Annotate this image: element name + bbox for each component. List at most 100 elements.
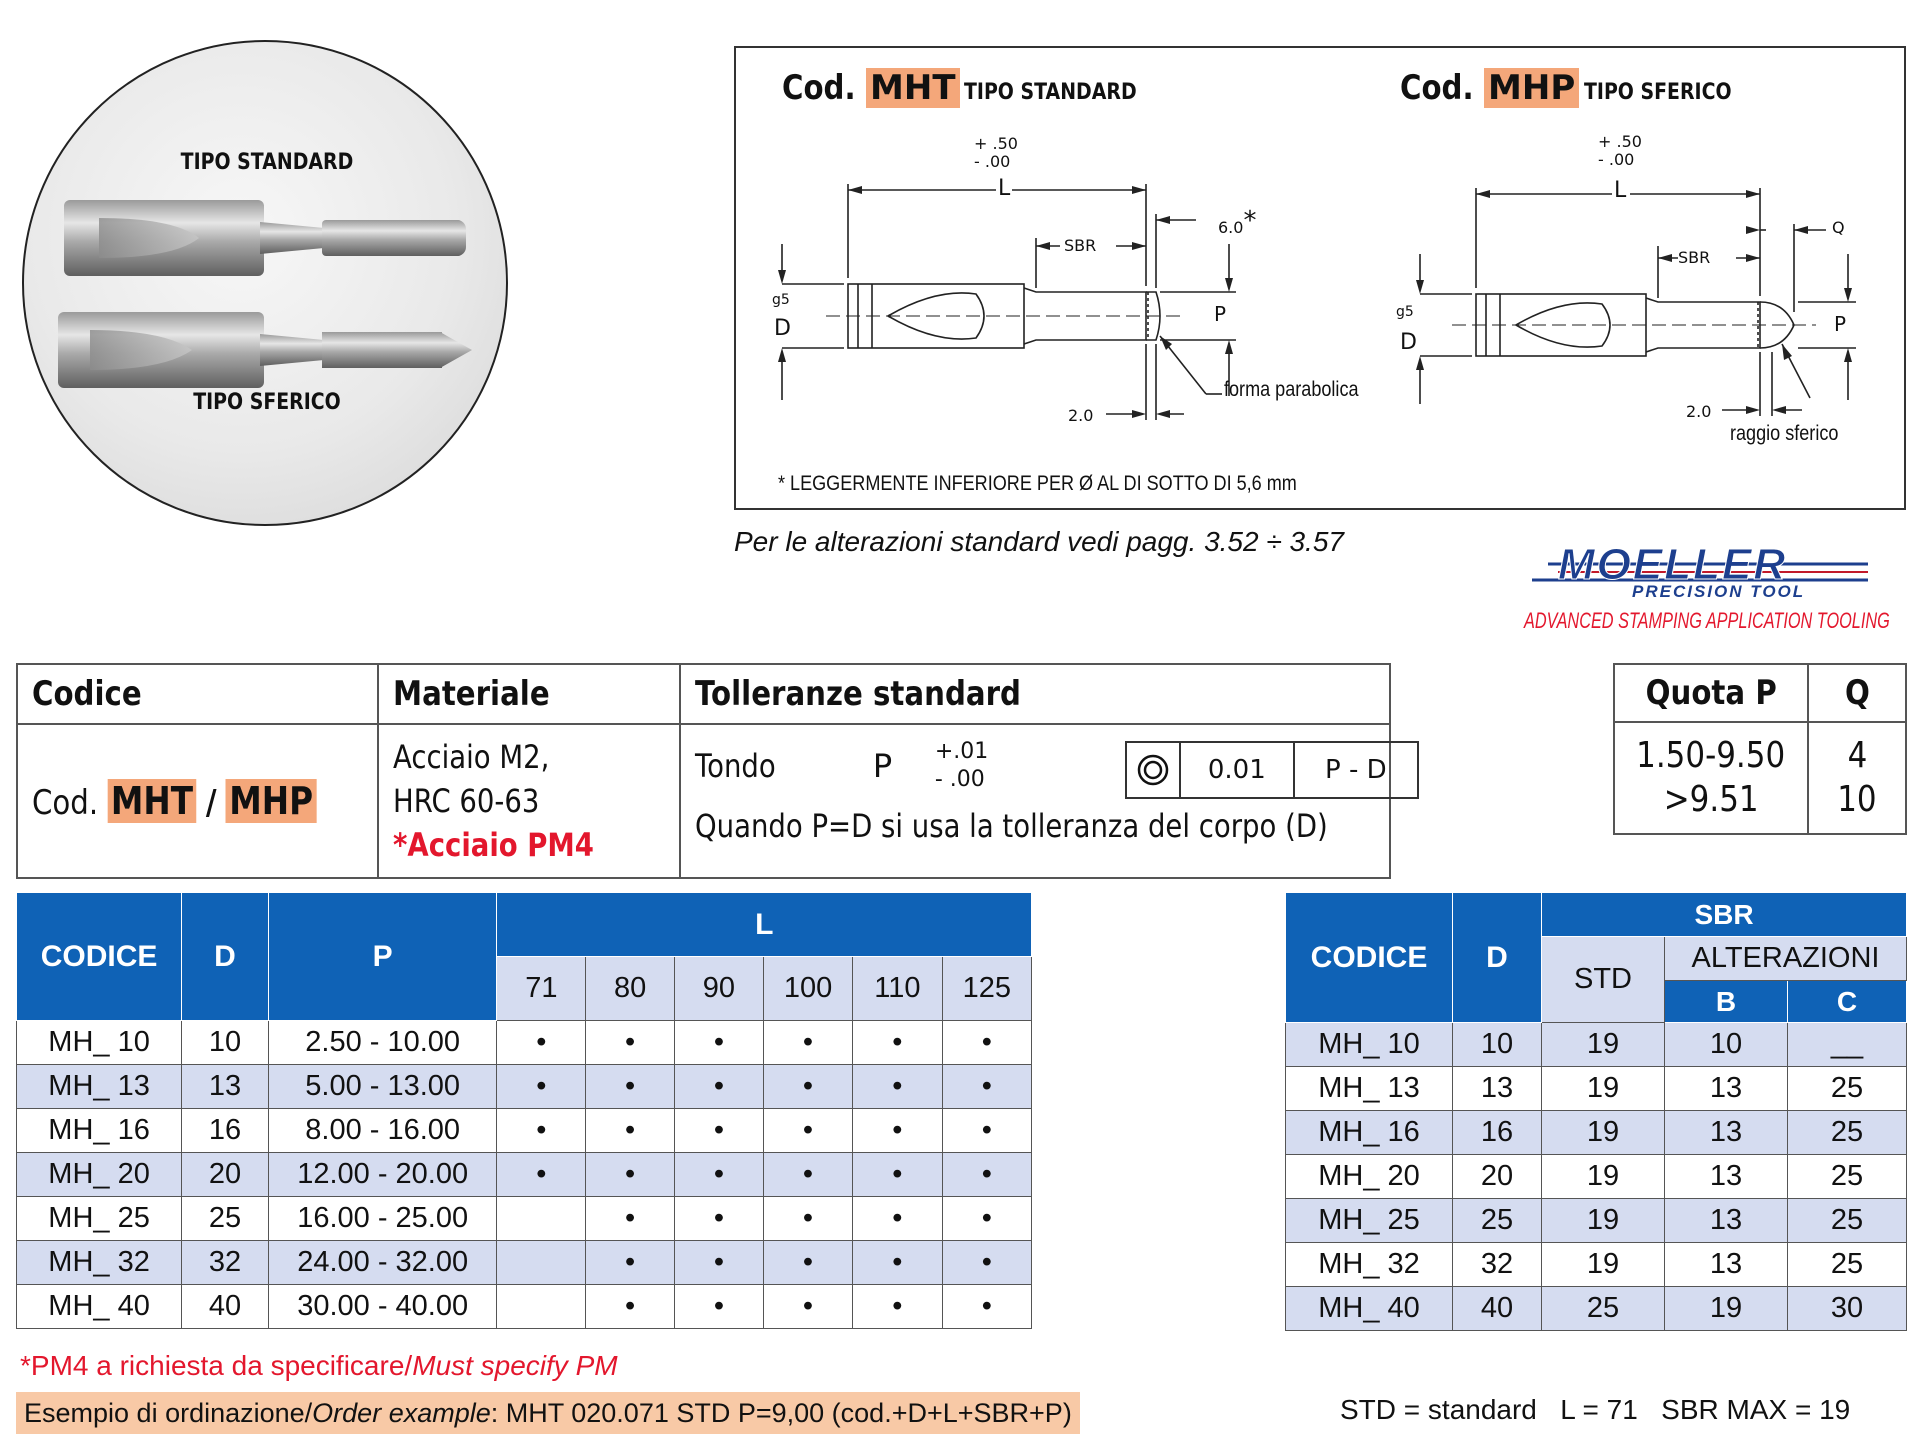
legend-note: STD = standard L = 71 SBR MAX = 19 — [1340, 1394, 1851, 1425]
rt-b: 10 — [1664, 1022, 1788, 1067]
lt-p: 16.00 - 25.00 — [267, 1196, 498, 1241]
spec-cod-text: Cod. MHT / MHP — [32, 779, 317, 823]
lt-h-l: L — [496, 892, 1032, 957]
lt-codice: MH_ 40 — [15, 1284, 183, 1329]
lt-h-l-71: 71 — [496, 956, 587, 1021]
rt-b: 19 — [1664, 1286, 1788, 1331]
lt-l-mark — [496, 1196, 587, 1241]
pm4-note: *PM4 a richiesta da specificare/Must spe… — [20, 1350, 618, 1382]
spec-tolleranze-cell: Tondo P +.01 - .00 0.01 P - D Quando P=D… — [678, 723, 1419, 879]
lt-l-mark: • — [762, 1240, 854, 1285]
lt-l-mark: • — [674, 1196, 764, 1241]
rt-h-codice: CODICE — [1285, 892, 1453, 1023]
raggio-sferico-label: raggio sferico — [1730, 422, 1839, 445]
quota-q-row1: 4 — [1847, 735, 1867, 776]
tondo-label: Tondo — [694, 747, 776, 785]
lt-l-mark: • — [585, 1196, 676, 1241]
lt-l-mark: • — [852, 1108, 943, 1153]
spec-h-materiale: Materiale — [376, 663, 681, 725]
rt-h-alterazioni: ALTERAZIONI — [1664, 936, 1907, 981]
concentricity-icon — [1127, 743, 1181, 797]
tol-p-label: P — [872, 747, 893, 785]
lt-l-mark: • — [941, 1020, 1033, 1065]
lt-p: 5.00 - 13.00 — [267, 1064, 498, 1109]
rt-d: 40 — [1452, 1286, 1542, 1331]
spec-codice-cell: Cod. MHT / MHP — [16, 723, 379, 879]
spec-materiale-cell: Acciaio M2, HRC 60-63 *Acciaio PM4 — [376, 723, 681, 879]
mat-line2: HRC 60-63 — [392, 782, 540, 820]
six-asterisk: * — [1243, 206, 1257, 236]
order-example: Esempio di ordinazione/Order example: MH… — [16, 1392, 1080, 1434]
lt-d: 32 — [181, 1240, 269, 1285]
lt-codice: MH_ 10 — [15, 1020, 183, 1065]
mhp-d-label: D — [1400, 330, 1417, 355]
rt-c: __ — [1787, 1022, 1907, 1067]
lt-l-mark: • — [674, 1020, 764, 1065]
rt-c: 25 — [1787, 1154, 1907, 1199]
mht-title: Cod. MHT TIPO STANDARD — [782, 68, 1165, 108]
lt-p: 12.00 - 20.00 — [267, 1152, 498, 1197]
lt-l-mark: • — [496, 1152, 587, 1197]
lt-l-mark: • — [585, 1240, 676, 1285]
lt-l-mark: • — [762, 1108, 854, 1153]
rt-d: 10 — [1452, 1022, 1542, 1067]
spec-h-codice: Codice — [16, 663, 379, 725]
mhp-type: TIPO SFERICO — [1583, 80, 1732, 105]
mhp-tol-plus: + .50 — [1598, 132, 1642, 151]
mht-type: TIPO STANDARD — [963, 80, 1137, 105]
rt-std: 19 — [1541, 1110, 1665, 1155]
lt-l-mark: • — [496, 1020, 587, 1065]
quota-p-row1: 1.50-9.50 — [1636, 735, 1786, 776]
rt-codice: MH_ 25 — [1285, 1198, 1453, 1243]
mhp-sbr-label: SBR — [1678, 248, 1711, 267]
concentricity-value: 0.01 — [1181, 743, 1295, 797]
pin-diagrams — [778, 184, 1856, 420]
quota-q-values: 4 10 — [1807, 721, 1907, 835]
rt-h-b: B — [1664, 980, 1788, 1023]
spec-cod-sep: / — [205, 783, 217, 823]
lt-h-codice: CODICE — [15, 892, 183, 1021]
mat-line1: Acciaio M2, — [392, 738, 550, 776]
moeller-logo: MOELLER PRECISION TOOL ADVANCED STAMPING… — [1524, 540, 1908, 640]
lt-l-mark: • — [585, 1284, 676, 1329]
spec-cod-mht: MHT — [107, 779, 197, 823]
lt-h-l-125: 125 — [941, 956, 1033, 1021]
lt-h-l-100: 100 — [762, 956, 854, 1021]
lt-h-d: D — [181, 892, 269, 1021]
rt-d: 20 — [1452, 1154, 1542, 1199]
lt-p: 8.00 - 16.00 — [267, 1108, 498, 1153]
pins-image — [58, 200, 472, 388]
rt-std: 19 — [1541, 1198, 1665, 1243]
concentricity-ref: P - D — [1325, 755, 1387, 785]
mht-p-label: P — [1214, 302, 1227, 326]
logo-name: MOELLER — [1557, 540, 1788, 590]
lt-l-mark: • — [941, 1108, 1033, 1153]
lt-l-mark: • — [674, 1284, 764, 1329]
rt-h-std: STD — [1541, 936, 1665, 1023]
mhp-two-label: 2.0 — [1686, 402, 1712, 421]
lt-l-mark: • — [762, 1020, 854, 1065]
example-italic: Order example — [312, 1398, 491, 1428]
mht-sbr-label: SBR — [1064, 236, 1097, 255]
example-label: Esempio di ordinazione/ — [24, 1398, 313, 1428]
lt-l-mark: • — [852, 1020, 943, 1065]
lt-d: 13 — [181, 1064, 269, 1109]
rt-std: 19 — [1541, 1066, 1665, 1111]
mhp-q-label: Q — [1832, 218, 1845, 237]
mht-l-label: L — [998, 176, 1011, 201]
p-tol-minus: - .00 — [934, 767, 985, 792]
rt-d: 16 — [1452, 1110, 1542, 1155]
rt-b: 13 — [1664, 1242, 1788, 1287]
alterations-note: Per le alterazioni standard vedi pagg. 3… — [734, 526, 1344, 557]
rt-codice: MH_ 32 — [1285, 1242, 1453, 1287]
quota-h-q: Q — [1807, 663, 1907, 723]
